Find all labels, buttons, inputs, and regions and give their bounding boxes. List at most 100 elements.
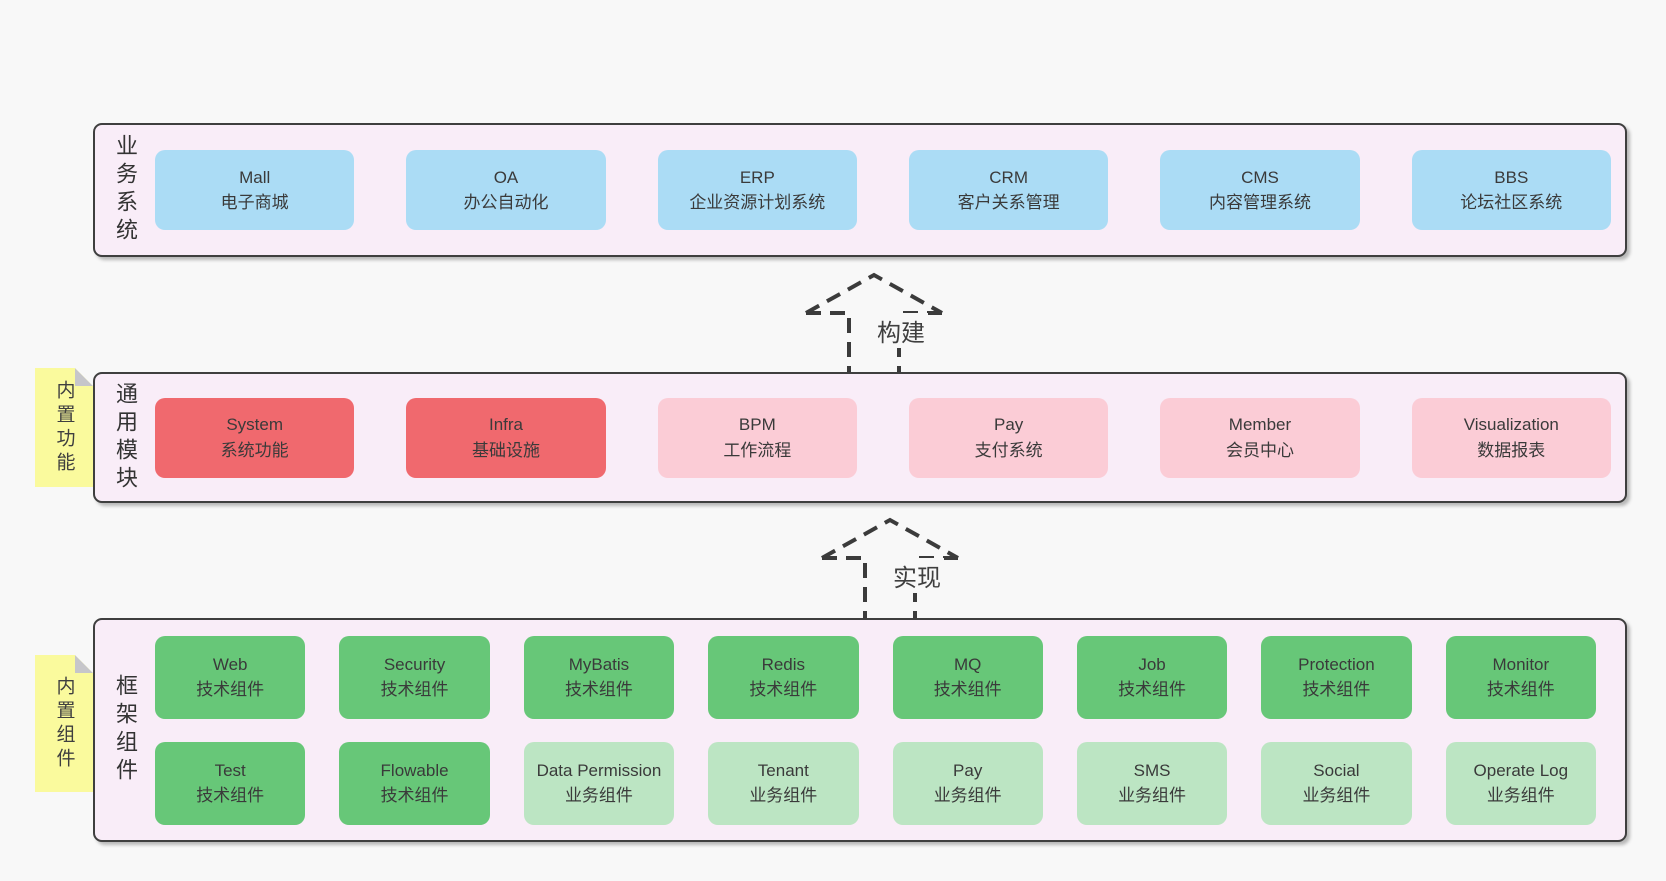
box-test: Test 技术组件	[155, 741, 306, 825]
box-name: Job	[1138, 654, 1166, 674]
box-sms: SMS 业务组件	[1076, 741, 1228, 825]
section-common-modules: 通用模块 System 系统功能 Infra 基础设施 BPM 工作流程 Pay…	[93, 372, 1627, 503]
box-name: BBS	[1494, 167, 1529, 187]
box-name: CRM	[989, 167, 1028, 187]
box-desc: 技术组件	[1302, 680, 1371, 699]
box-desc: 办公自动化	[463, 193, 549, 212]
box-pay-module: Pay 支付系统	[908, 397, 1109, 478]
section-business-systems: 业务系统 Mall 电子商城 OA 办公自动化 ERP 企业资源计划系统 CRM…	[93, 123, 1627, 257]
box-cms: CMS 内容管理系统	[1160, 150, 1360, 230]
box-desc: 业务组件	[933, 786, 1002, 805]
box-name: Pay	[994, 415, 1024, 434]
box-desc: 基础设施	[471, 440, 540, 460]
box-name: Redis	[761, 654, 806, 674]
box-desc: 技术组件	[380, 680, 449, 699]
box-name: Infra	[488, 415, 523, 434]
box-name: Protection	[1298, 654, 1375, 674]
box-desc: 支付系统	[974, 440, 1043, 460]
box-visualization: Visualization 数据报表	[1411, 397, 1611, 478]
box-web: Web 技术组件	[155, 635, 306, 719]
box-name: System	[226, 415, 283, 434]
box-monitor: Monitor 技术组件	[1445, 635, 1596, 719]
box-row: System 系统功能 Infra 基础设施 BPM 工作流程 Pay 支付系统…	[155, 374, 1625, 501]
box-desc: 客户关系管理	[957, 193, 1060, 212]
box-desc: 技术组件	[564, 680, 633, 699]
section-label: 业务系统	[113, 134, 138, 246]
box-infra: Infra 基础设施	[406, 397, 606, 478]
box-row: Mall 电子商城 OA 办公自动化 ERP 企业资源计划系统 CRM 客户关系…	[155, 125, 1625, 255]
box-desc: 内容管理系统	[1208, 193, 1311, 212]
box-desc: 业务组件	[564, 786, 633, 805]
box-data-permission: Data Permission 业务组件	[523, 741, 675, 825]
box-name: Mall	[239, 167, 271, 187]
box-mybatis: MyBatis 技术组件	[523, 635, 675, 719]
box-desc: 电子商城	[220, 193, 289, 212]
sticky-note-builtin-components: 内置组件	[35, 655, 93, 792]
box-desc: 系统功能	[220, 440, 289, 460]
folded-corner	[75, 655, 93, 673]
folded-corner	[75, 368, 93, 386]
box-pay-component: Pay 业务组件	[892, 741, 1043, 825]
box-desc: 会员中心	[1225, 440, 1294, 460]
box-desc: 技术组件	[196, 680, 265, 699]
box-name: Member	[1228, 415, 1292, 434]
box-desc: 业务组件	[1118, 786, 1187, 805]
arrow-label: 实现	[890, 558, 944, 593]
box-desc: 企业资源计划系统	[689, 193, 826, 212]
box-desc: 技术组件	[933, 680, 1002, 699]
section-label: 框架组件	[113, 674, 138, 786]
arrow-label: 构建	[874, 313, 928, 348]
box-crm: CRM 客户关系管理	[908, 150, 1109, 230]
box-mall: Mall 电子商城	[155, 150, 355, 230]
box-desc: 技术组件	[1486, 680, 1555, 699]
box-bbs: BBS 论坛社区系统	[1411, 150, 1611, 230]
box-social: Social 业务组件	[1261, 741, 1412, 825]
box-oa: OA 办公自动化	[406, 150, 606, 230]
box-bpm: BPM 工作流程	[657, 397, 857, 478]
box-desc: 技术组件	[196, 786, 265, 805]
box-desc: 论坛社区系统	[1460, 193, 1563, 212]
box-name: Data Permission	[536, 760, 662, 780]
box-row: Test 技术组件 Flowable 技术组件 Data Permission …	[155, 741, 1596, 825]
box-desc: 技术组件	[1118, 680, 1187, 699]
box-name: Operate Log	[1473, 760, 1569, 780]
box-desc: 数据报表	[1477, 440, 1546, 460]
box-name: Tenant	[757, 760, 809, 780]
box-job: Job 技术组件	[1076, 635, 1228, 719]
box-desc: 业务组件	[749, 786, 818, 805]
sticky-note-label: 内置功能	[53, 379, 75, 476]
box-name: MyBatis	[568, 654, 630, 674]
sticky-note-builtin-features: 内置功能	[35, 368, 93, 487]
box-desc: 业务组件	[1302, 786, 1371, 805]
box-tenant: Tenant 业务组件	[708, 741, 859, 825]
box-redis: Redis 技术组件	[708, 635, 859, 719]
box-name: OA	[493, 167, 519, 187]
box-row: Web 技术组件 Security 技术组件 MyBatis 技术组件 Redi…	[155, 635, 1596, 719]
section-framework-components: 框架组件 Web 技术组件 Security 技术组件 MyBatis 技术组件…	[93, 618, 1627, 842]
box-name: ERP	[739, 167, 775, 187]
box-member: Member 会员中心	[1160, 397, 1360, 478]
arrow-build: 构建	[802, 269, 947, 372]
box-name: SMS	[1133, 760, 1171, 780]
box-flowable: Flowable 技术组件	[339, 741, 490, 825]
box-operate-log: Operate Log 业务组件	[1445, 741, 1596, 825]
box-name: MQ	[953, 654, 982, 674]
box-name: Visualization	[1463, 415, 1559, 434]
box-desc: 技术组件	[380, 786, 449, 805]
box-name: CMS	[1241, 167, 1279, 187]
arrow-implement: 实现	[818, 514, 963, 618]
sticky-note-label: 内置组件	[53, 675, 75, 772]
box-desc: 业务组件	[1486, 786, 1555, 805]
box-system: System 系统功能	[155, 397, 355, 478]
box-protection: Protection 技术组件	[1261, 635, 1412, 719]
box-mq: MQ 技术组件	[892, 635, 1043, 719]
box-desc: 工作流程	[723, 440, 792, 460]
box-erp: ERP 企业资源计划系统	[657, 150, 857, 230]
box-desc: 技术组件	[749, 680, 818, 699]
box-name: Social	[1313, 760, 1360, 780]
component-rows: Web 技术组件 Security 技术组件 MyBatis 技术组件 Redi…	[155, 620, 1625, 840]
section-label: 通用模块	[113, 381, 138, 494]
box-name: Monitor	[1492, 654, 1550, 674]
box-name: Test	[214, 760, 246, 780]
